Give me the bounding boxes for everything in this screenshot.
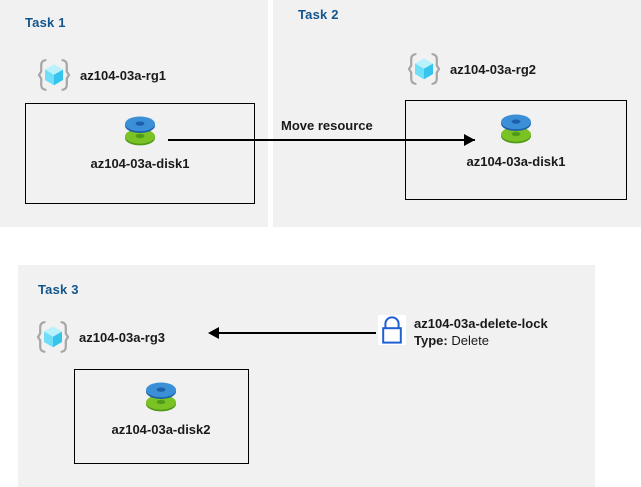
connector-arrowhead-move-resource bbox=[464, 134, 475, 146]
padlock-icon bbox=[378, 315, 406, 345]
resource-box-task-3 bbox=[74, 369, 249, 464]
resource-label-task-2: az104-03a-disk1 bbox=[466, 154, 566, 169]
resource-group-task-3: az104-03a-rg3 bbox=[36, 320, 165, 354]
lock-type-value: Delete bbox=[451, 333, 489, 348]
connector-line-move-resource bbox=[168, 139, 475, 141]
resource-group-label-task-1: az104-03a-rg1 bbox=[80, 67, 166, 83]
managed-disk-icon bbox=[495, 110, 537, 150]
resource-group-label-task-3: az104-03a-rg3 bbox=[79, 329, 165, 345]
resource-task-1: az104-03a-disk1 bbox=[74, 112, 206, 171]
connector-line-lock bbox=[219, 332, 376, 334]
lock-text-block: az104-03a-delete-lock Type: Delete bbox=[414, 315, 548, 349]
resource-lock-task-3: az104-03a-delete-lock Type: Delete bbox=[378, 315, 548, 349]
resource-task-2: az104-03a-disk1 bbox=[450, 110, 582, 169]
lock-type: Type: Delete bbox=[414, 332, 548, 349]
lock-type-label: Type: bbox=[414, 333, 448, 348]
resource-group-label-task-2: az104-03a-rg2 bbox=[450, 61, 536, 77]
panel-title-task-2: Task 2 bbox=[298, 7, 339, 22]
resource-label-task-1: az104-03a-disk1 bbox=[90, 156, 190, 171]
managed-disk-icon bbox=[119, 112, 161, 152]
resource-group-task-1: az104-03a-rg1 bbox=[37, 58, 166, 92]
connector-caption-move-resource: Move resource bbox=[281, 118, 373, 133]
panel-title-task-3: Task 3 bbox=[38, 282, 79, 297]
resource-group-cube-icon bbox=[407, 52, 441, 86]
resource-group-task-2: az104-03a-rg2 bbox=[407, 52, 536, 86]
panel-title-task-1: Task 1 bbox=[25, 15, 66, 30]
connector-arrowhead-lock bbox=[208, 327, 219, 339]
resource-task-3: az104-03a-disk2 bbox=[95, 378, 227, 437]
resource-group-cube-icon bbox=[37, 58, 71, 92]
resource-group-cube-icon bbox=[36, 320, 70, 354]
panel-task-1: Task 1 az104-03a-rg1 bbox=[0, 0, 268, 227]
panel-task-2: Task 2 az104-03a-rg2 bbox=[273, 0, 641, 227]
lock-name: az104-03a-delete-lock bbox=[414, 316, 548, 331]
resource-label-task-3: az104-03a-disk2 bbox=[111, 422, 211, 437]
panel-task-3: Task 3 az104-03a-rg3 bbox=[18, 265, 595, 487]
managed-disk-icon bbox=[140, 378, 182, 418]
